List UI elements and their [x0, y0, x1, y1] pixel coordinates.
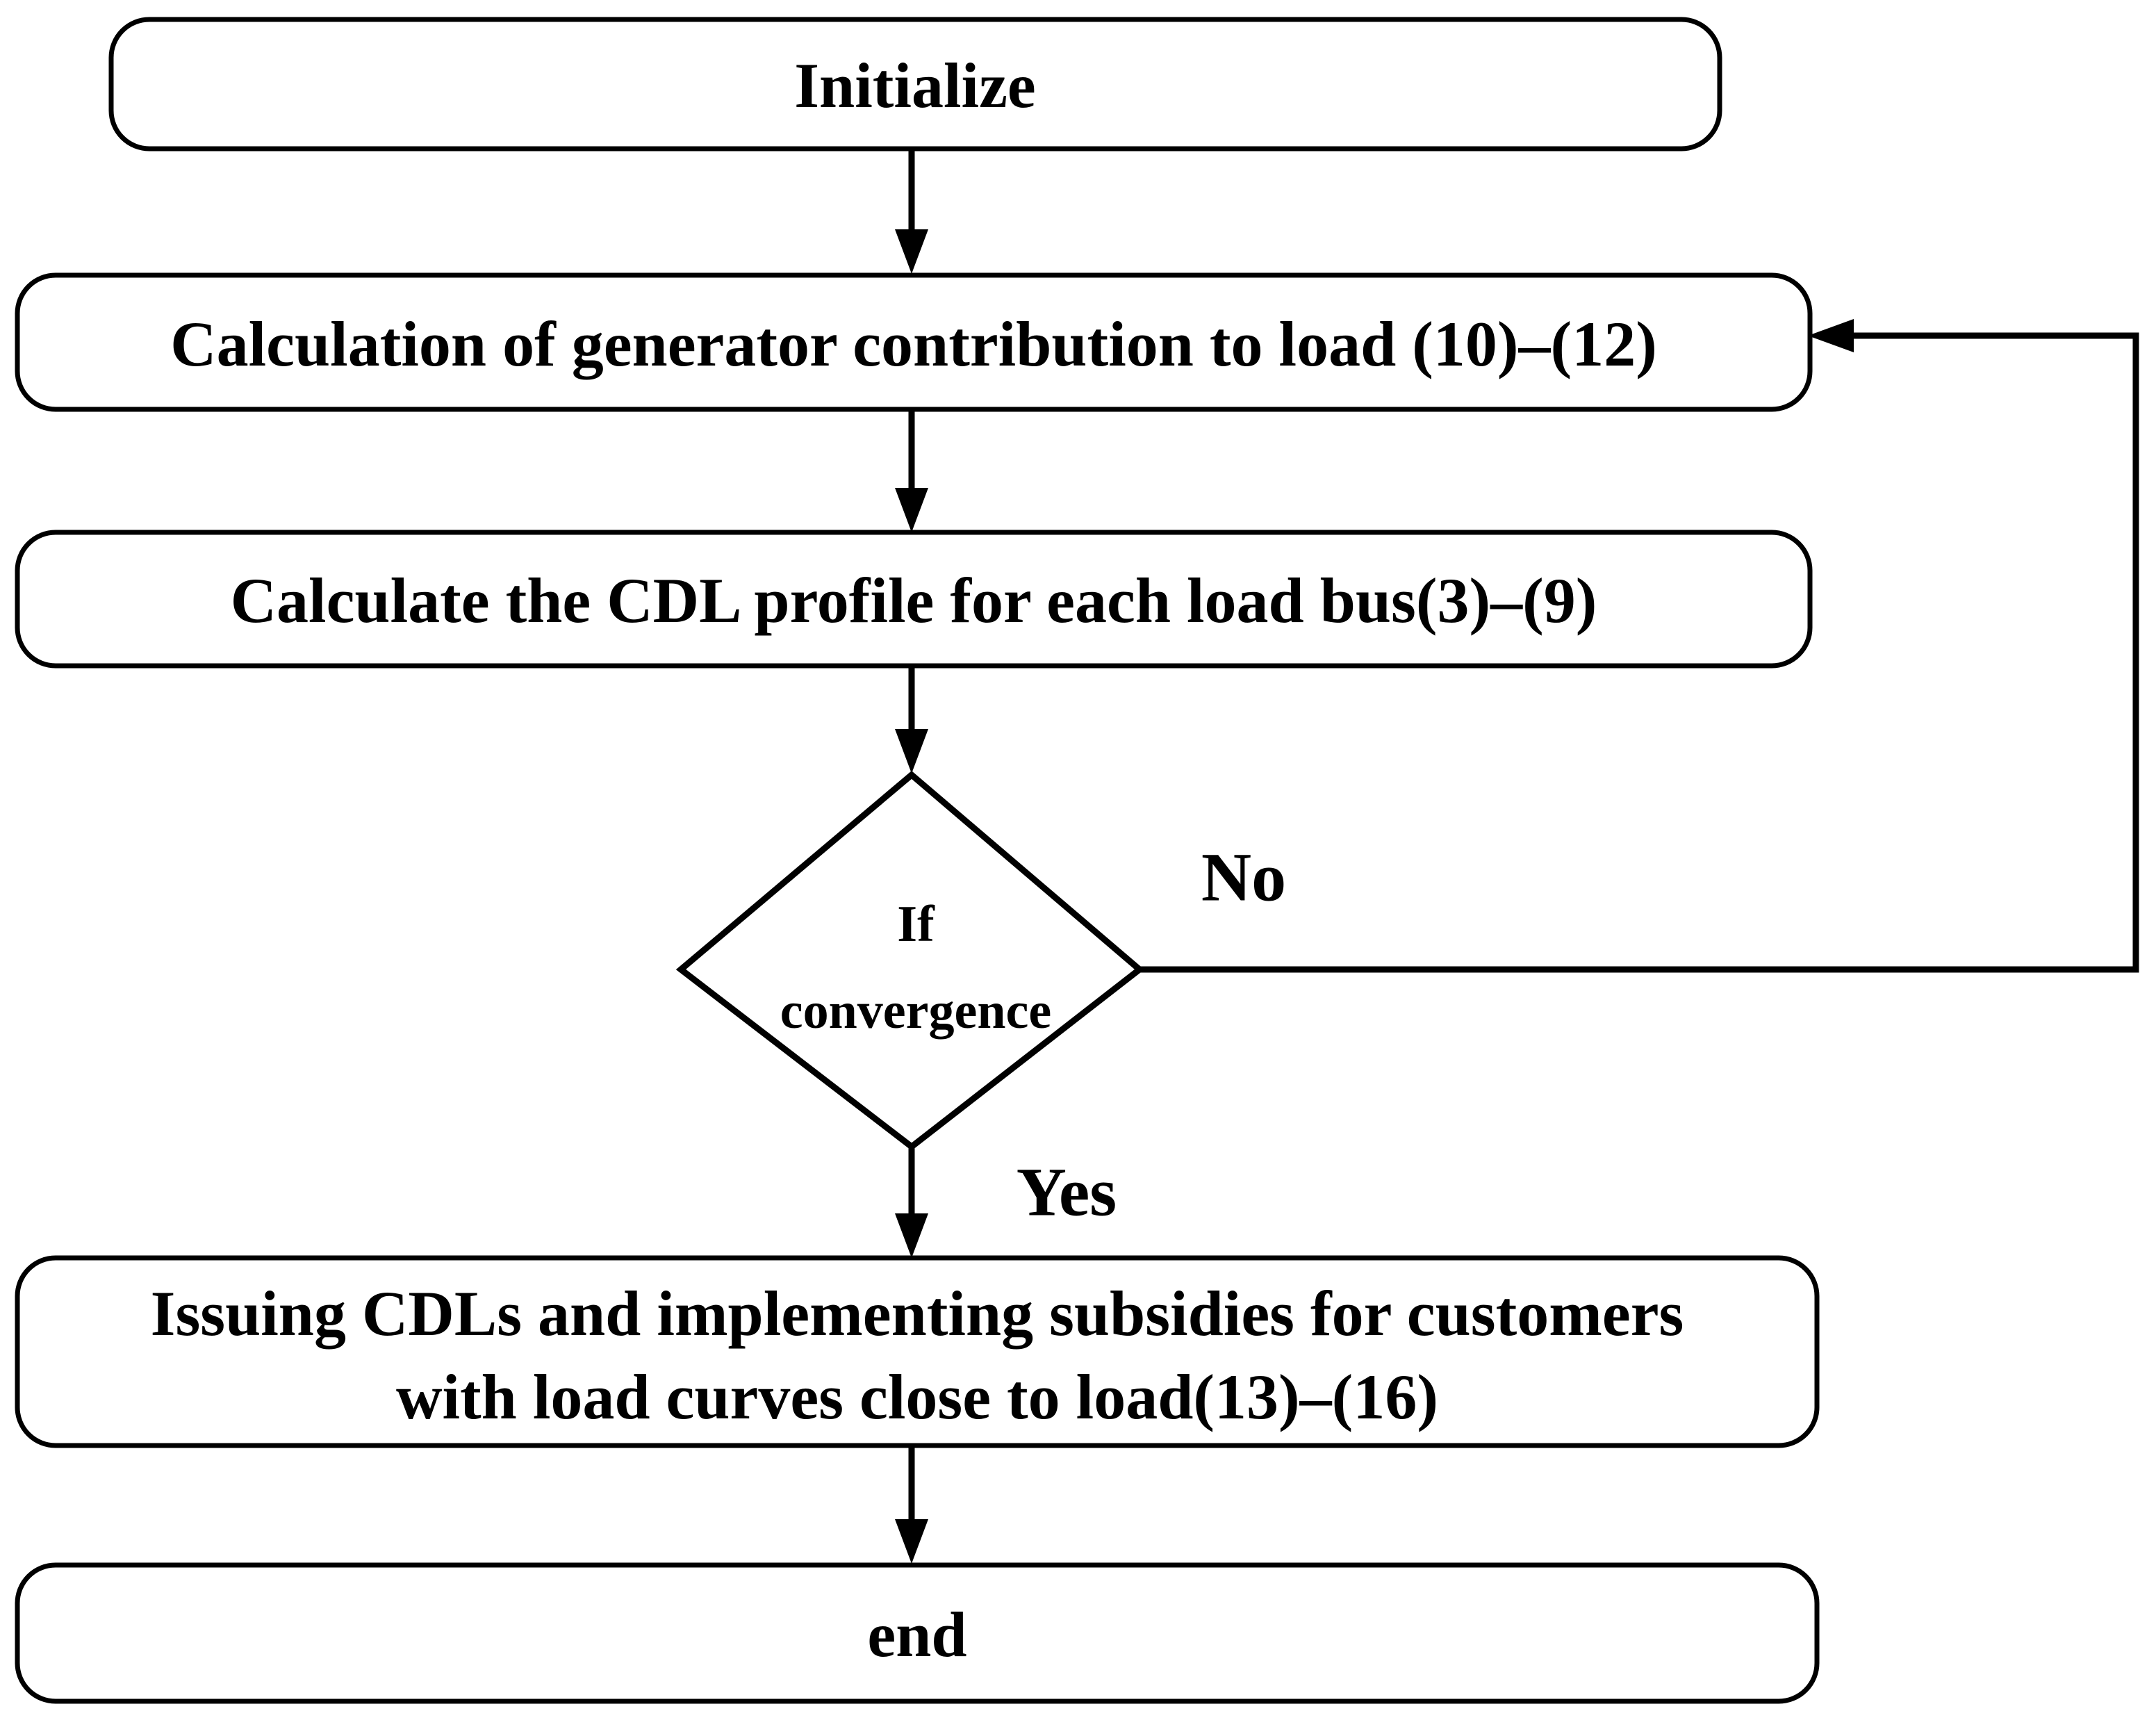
node-issue-cdls-line2: with load curves close to load(13)–(16)	[396, 1361, 1438, 1432]
edge-no-loop-arrowhead-icon	[1808, 319, 1854, 352]
node-initialize	[108, 17, 1722, 152]
edge-cdl-arrowhead-icon	[895, 729, 928, 773]
node-convergence-decision-line2: convergence	[780, 983, 1051, 1040]
node-issue-cdls-line1: Issuing CDLs and implementing subsidies …	[151, 1278, 1684, 1349]
node-convergence-decision	[675, 771, 1145, 1151]
edge-yes-arrowhead-icon	[895, 1213, 928, 1258]
edge-yes-label: Yes	[1017, 1154, 1117, 1231]
node-generator-contribution-label: Calculation of generator contribution to…	[170, 309, 1657, 379]
edge-no-loop-line	[1139, 332, 2139, 973]
node-generator-contribution	[15, 272, 1813, 412]
node-end-label: end	[867, 1599, 966, 1670]
node-cdl-profile-label: Calculate the CDL profile for each load …	[231, 565, 1597, 636]
node-end	[15, 1562, 1820, 1704]
node-initialize-label: Initialize	[794, 50, 1036, 121]
edge-initialize-arrowhead-icon	[895, 229, 928, 274]
edge-issue-arrowhead-icon	[895, 1519, 928, 1564]
node-cdl-profile	[15, 530, 1813, 669]
edge-no-label: No	[1201, 839, 1286, 916]
node-issue-cdls	[15, 1255, 1820, 1448]
node-convergence-decision-line1: If	[897, 896, 935, 953]
edge-contribution-arrowhead-icon	[895, 488, 928, 532]
